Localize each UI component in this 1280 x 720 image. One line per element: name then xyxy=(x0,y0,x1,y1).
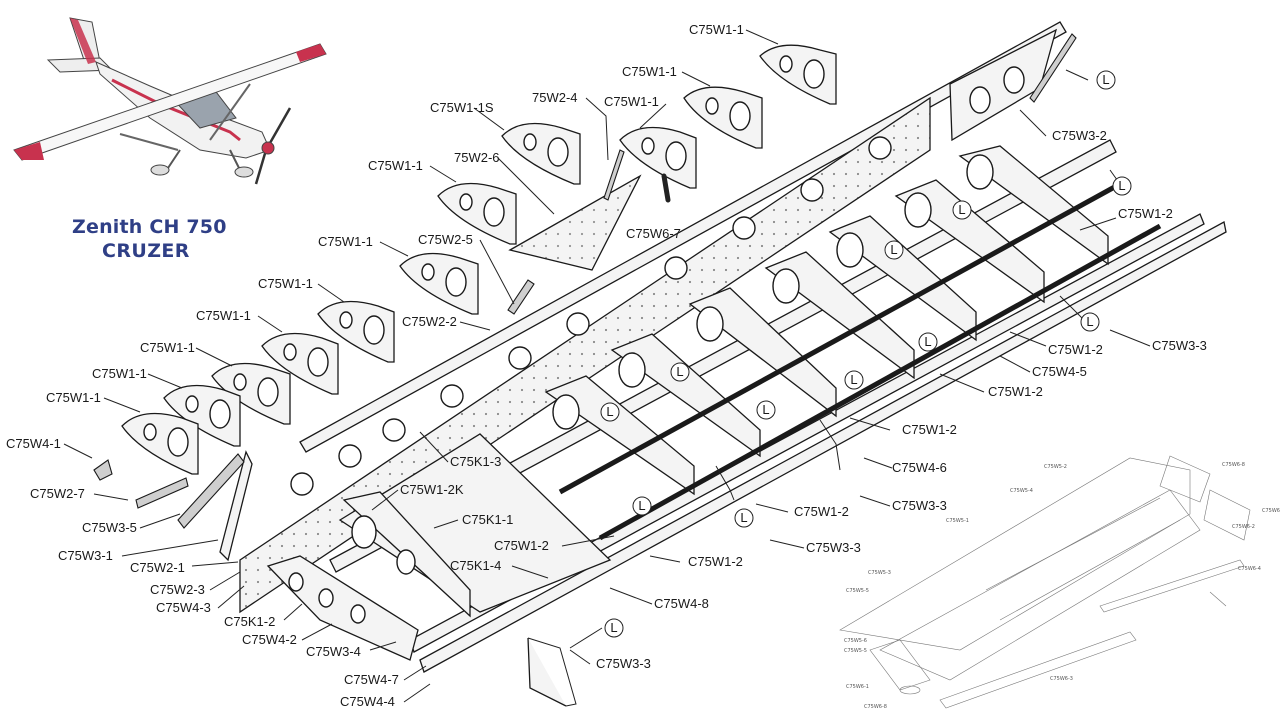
label-c75w4-8: C75W4-8 xyxy=(654,596,709,611)
label-c75w1-2: C75W1-2 xyxy=(902,422,957,437)
label-c75w1-2: C75W1-2 xyxy=(494,538,549,553)
callout-l-4: L xyxy=(890,242,897,257)
label-c75w1-1: C75W1-1 xyxy=(140,340,195,355)
callout-l-10: L xyxy=(762,402,769,417)
callout-l-1: L xyxy=(1102,72,1109,87)
label-c75w1-1: C75W1-1 xyxy=(368,158,423,173)
label-c75w2-1: C75W2-1 xyxy=(130,560,185,575)
label-c75w3-3: C75W3-3 xyxy=(1152,338,1207,353)
callout-l-3: L xyxy=(958,202,965,217)
nose-ribs xyxy=(121,44,837,475)
label-c75w3-3: C75W3-3 xyxy=(892,498,947,513)
label-c75w3-5: C75W3-5 xyxy=(82,520,137,535)
inset-assembly-diagram xyxy=(839,455,1251,709)
label-c75w2-2: C75W2-2 xyxy=(402,314,457,329)
label-c75w2-3: C75W2-3 xyxy=(150,582,205,597)
inset-label: C75W6 xyxy=(1262,508,1280,514)
label-c75w1-1: C75W1-1 xyxy=(318,234,373,249)
label-c75w2-5: C75W2-5 xyxy=(418,232,473,247)
label-c75w4-3: C75W4-3 xyxy=(156,600,211,615)
label-c75w3-2: C75W3-2 xyxy=(1052,128,1107,143)
label-c75w4-6: C75W4-6 xyxy=(892,460,947,475)
inset-label: C75W5-2 xyxy=(1044,464,1067,470)
label-c75w1-2: C75W1-2 xyxy=(1118,206,1173,221)
label-c75w1-2: C75W1-2 xyxy=(988,384,1043,399)
label-c75k1-4: C75K1-4 xyxy=(450,558,501,573)
label-c75w4-2: C75W4-2 xyxy=(242,632,297,647)
label-c75w3-3: C75W3-3 xyxy=(806,540,861,555)
inset-label: C75W6-4 xyxy=(1238,566,1261,572)
label-c75w4-4: C75W4-4 xyxy=(340,694,395,709)
label-c75w1-1: C75W1-1 xyxy=(196,308,251,323)
callout-l-11: L xyxy=(638,498,645,513)
label-c75w1-1: C75W1-1 xyxy=(92,366,147,381)
inset-label: C75W6-2 xyxy=(1232,524,1255,530)
inset-label: C75W5-1 xyxy=(946,518,969,524)
part-labels: C75W1-1 C75W1-1 C75W1-1 C75W1-1S 75W2-4 … xyxy=(6,22,1207,709)
callout-l-8: L xyxy=(676,364,683,379)
label-c75w1-2: C75W1-2 xyxy=(688,554,743,569)
inset-label: C75W5-6 xyxy=(844,638,867,644)
l-callouts: L L L L L L L L L L L L L xyxy=(600,70,1132,638)
label-75w2-6: 75W2-6 xyxy=(454,150,500,165)
label-c75k1-2: C75K1-2 xyxy=(224,614,275,629)
inset-label: C75W5-5 xyxy=(844,648,867,654)
label-c75w1-1: C75W1-1 xyxy=(258,276,313,291)
label-c75k1-3: C75K1-3 xyxy=(450,454,501,469)
label-c75w1-1: C75W1-1 xyxy=(604,94,659,109)
inset-label: C75W5-5 xyxy=(846,588,869,594)
label-c75w6-7: C75W6-7 xyxy=(626,226,681,241)
diagram-title-line2: CRUZER xyxy=(102,240,190,262)
callout-l-9: L xyxy=(606,404,613,419)
callout-l-7: L xyxy=(850,372,857,387)
label-c75w2-7: C75W2-7 xyxy=(30,486,85,501)
inset-labels: C75W5-2 C75W5-4 C75W5-1 C75W5-3 C75W5-5 … xyxy=(844,462,1280,710)
callout-l-5: L xyxy=(1086,314,1093,329)
diagram-title-line1: Zenith CH 750 xyxy=(72,216,227,238)
label-75w2-4: 75W2-4 xyxy=(532,90,578,105)
inset-label: C75W5-3 xyxy=(868,570,891,576)
label-c75w3-3: C75W3-3 xyxy=(596,656,651,671)
label-c75w1-1s: C75W1-1S xyxy=(430,100,494,115)
label-c75w4-7: C75W4-7 xyxy=(344,672,399,687)
label-c75k1-1: C75K1-1 xyxy=(462,512,513,527)
callout-l-12: L xyxy=(740,510,747,525)
label-c75w1-2: C75W1-2 xyxy=(1048,342,1103,357)
airplane-illustration xyxy=(13,17,327,185)
callout-l-13: L xyxy=(610,620,617,635)
label-c75w3-1: C75W3-1 xyxy=(58,548,113,563)
label-c75w1-1: C75W1-1 xyxy=(46,390,101,405)
label-c75w1-2: C75W1-2 xyxy=(794,504,849,519)
inset-label: C75W6-8 xyxy=(864,704,887,710)
label-c75w1-2k: C75W1-2K xyxy=(400,482,464,497)
label-c75w1-1: C75W1-1 xyxy=(622,64,677,79)
inset-label: C75W6-8 xyxy=(1222,462,1245,468)
inset-label: C75W6-1 xyxy=(846,684,869,690)
inset-label: C75W5-4 xyxy=(1010,488,1033,494)
rear-ribs xyxy=(266,139,1227,707)
callout-l-2: L xyxy=(1118,178,1125,193)
callout-l-6: L xyxy=(924,334,931,349)
label-c75w3-4: C75W3-4 xyxy=(306,644,361,659)
label-c75w1-1: C75W1-1 xyxy=(689,22,744,37)
label-c75w4-1: C75W4-1 xyxy=(6,436,61,451)
inset-label: C75W6-3 xyxy=(1050,676,1073,682)
leader-lines xyxy=(63,29,1151,703)
doubler-plates xyxy=(93,149,671,562)
label-c75w4-5: C75W4-5 xyxy=(1032,364,1087,379)
rib-plate-c75w3-2 xyxy=(949,28,1077,142)
